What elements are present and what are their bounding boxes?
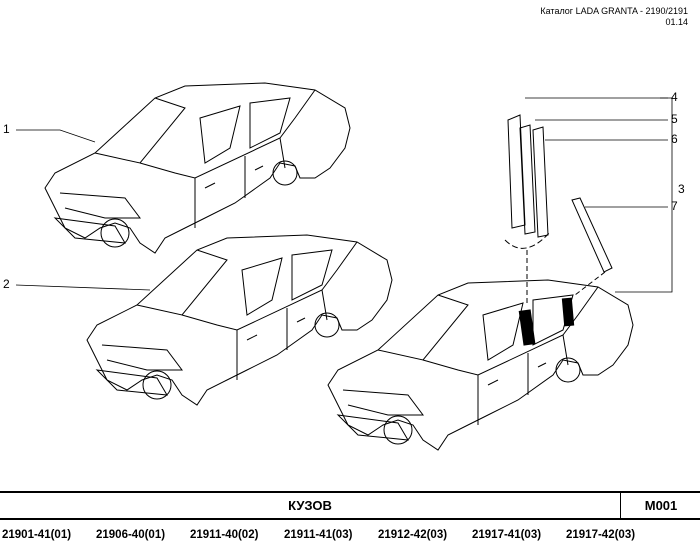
body-diagram	[15, 82, 673, 451]
callout-5: 5	[671, 112, 678, 126]
leader-lines	[15, 97, 673, 293]
car-body-1	[44, 82, 351, 254]
section-title: КУЗОВ	[288, 498, 332, 513]
section-code: M001	[620, 493, 700, 518]
catalog-date: 01.14	[665, 17, 688, 27]
model-code: 21911-41(03)	[284, 529, 353, 541]
model-code: 21906-40(01)	[96, 529, 166, 541]
model-code: 21917-41(03)	[472, 529, 542, 541]
model-code: 21901-41(01)	[2, 529, 72, 541]
pillar-parts	[504, 114, 613, 305]
c-pillar-panel	[561, 297, 575, 327]
callout-2: 2	[3, 277, 10, 291]
catalog-header: Каталог LADA GRANTA - 2190/2191 01.14	[540, 6, 688, 28]
model-code: 21917-42(03)	[566, 529, 636, 541]
callout-1: 1	[3, 122, 10, 136]
model-code: 21911-40(02)	[190, 529, 259, 541]
car-body-2	[86, 234, 393, 406]
catalog-title: Каталог LADA GRANTA - 2190/2191	[540, 6, 688, 16]
callout-3: 3	[678, 182, 685, 196]
callout-4: 4	[671, 90, 678, 104]
model-code: 21912-42(03)	[378, 529, 448, 541]
car-body-3	[327, 279, 634, 451]
b-pillar-panel	[518, 309, 536, 346]
callout-6: 6	[671, 132, 678, 146]
model-list: 21901-41(01) 21906-40(01) 21911-40(02) 2…	[2, 529, 660, 541]
callout-7: 7	[671, 199, 678, 213]
footer-bar: КУЗОВ M001	[0, 491, 700, 520]
